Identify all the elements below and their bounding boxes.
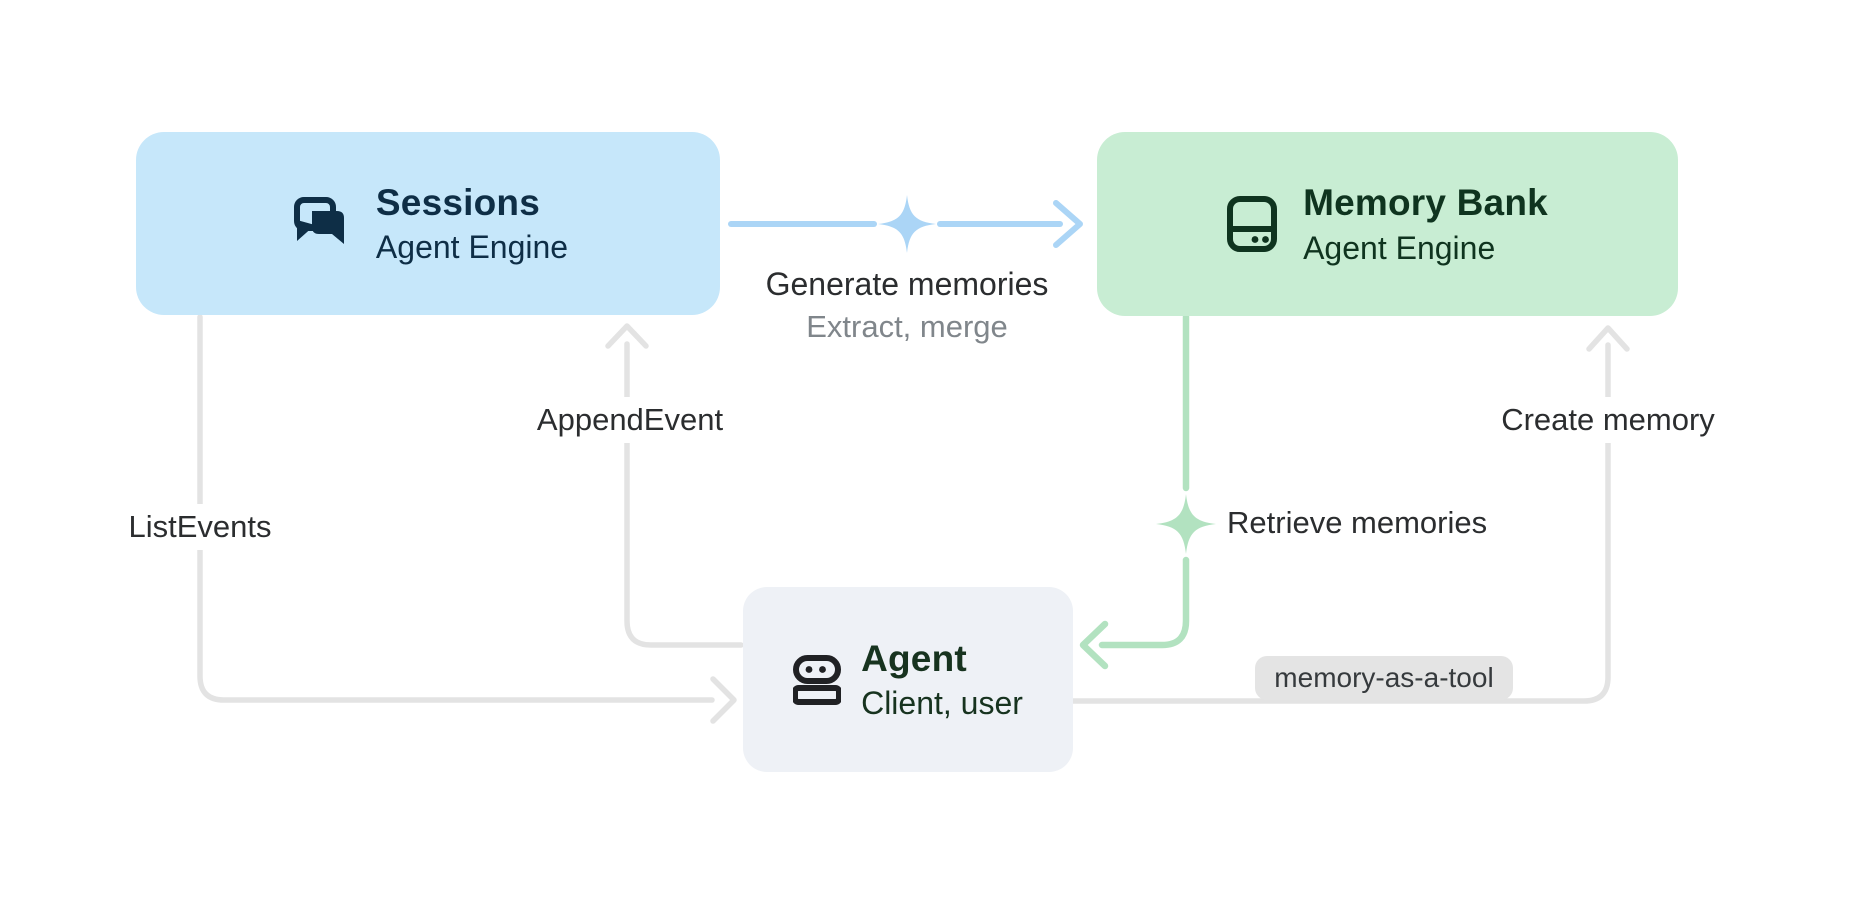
sparkle-icon bbox=[878, 195, 936, 253]
chat-bubbles-icon bbox=[293, 196, 344, 244]
node-text: Agent Client, user bbox=[861, 637, 1023, 723]
generate-memories-arrowhead bbox=[1053, 200, 1083, 248]
node-text: Memory Bank Agent Engine bbox=[1303, 181, 1548, 267]
sparkle-icon bbox=[1156, 494, 1216, 554]
list-events-arrowhead bbox=[710, 676, 737, 724]
node-text: Sessions Agent Engine bbox=[376, 181, 568, 267]
robot-icon bbox=[793, 654, 842, 705]
retrieve-memories-arrowhead bbox=[1079, 620, 1109, 670]
node-subtitle: Agent Engine bbox=[375, 229, 569, 265]
node-sessions: Sessions Agent Engine bbox=[136, 132, 720, 315]
node-title: Memory Bank bbox=[1303, 182, 1548, 224]
create-memory-arrowhead bbox=[1586, 325, 1630, 352]
node-memory-bank: Memory Bank Agent Engine bbox=[1097, 132, 1678, 316]
list-events-arrow bbox=[197, 314, 715, 703]
memory-storage-icon bbox=[1227, 196, 1278, 252]
edge-sublabel-extract-merge: Extract, merge bbox=[806, 309, 1008, 344]
node-subtitle: Client, user bbox=[861, 685, 1023, 721]
edge-label-append-event: AppendEvent bbox=[522, 397, 738, 443]
edge-label-list-events: ListEvents bbox=[114, 504, 286, 550]
edge-label-create-memory: Create memory bbox=[1487, 397, 1729, 443]
node-title: Sessions bbox=[375, 181, 540, 223]
append-event-arrow bbox=[624, 341, 744, 648]
edge-label-retrieve-memories: Retrieve memories bbox=[1227, 505, 1488, 540]
retrieve-memories-arrow-segment-bottom bbox=[1098, 556, 1190, 649]
generate-memories-label-group: Generate memories Extract, merge bbox=[766, 266, 1049, 345]
memory-as-a-tool-badge: memory-as-a-tool bbox=[1255, 656, 1513, 700]
edge-label-generate-memories: Generate memories bbox=[765, 266, 1049, 302]
node-agent: Agent Client, user bbox=[743, 587, 1073, 772]
create-memory-arrow bbox=[1070, 342, 1611, 704]
append-event-arrowhead bbox=[605, 323, 649, 349]
node-subtitle: Agent Engine bbox=[1303, 229, 1496, 266]
node-title: Agent bbox=[861, 637, 967, 679]
